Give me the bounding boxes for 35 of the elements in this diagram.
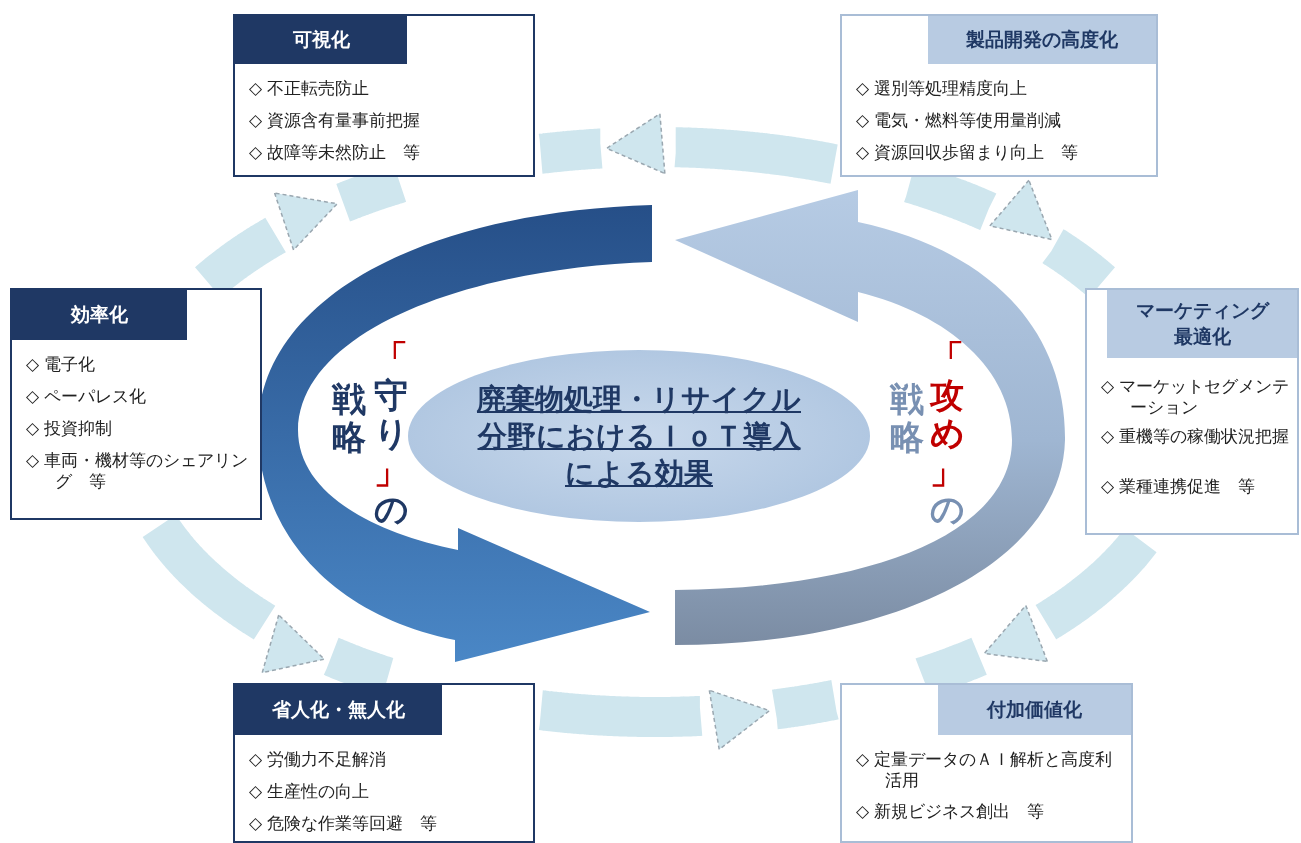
box-header: マーケティング最適化 bbox=[1107, 290, 1297, 358]
strategy-label: 戦略 bbox=[888, 380, 925, 456]
list-item: ◇ 労働力不足解消 bbox=[249, 749, 388, 770]
list-item: ◇ 車両・機材等のシェアリング 等 bbox=[26, 450, 250, 492]
strategy-label: 戦略 bbox=[330, 380, 367, 456]
list-item: ◇ 選別等処理精度向上 bbox=[856, 78, 1029, 99]
list-item: ◇ 故障等未然防止 等 bbox=[249, 142, 422, 163]
strategy-label: 「守り」の bbox=[372, 338, 410, 528]
list-item: ◇ 新規ビジネス創出 等 bbox=[856, 801, 1046, 822]
list-box bbox=[233, 683, 535, 843]
list-box bbox=[1085, 288, 1299, 535]
box-header: 製品開発の高度化 bbox=[928, 16, 1156, 64]
box-header: 付加価値化 bbox=[938, 685, 1131, 735]
list-item: ◇ ペーパレス化 bbox=[26, 386, 148, 407]
list-box bbox=[840, 683, 1133, 843]
box-header: 可視化 bbox=[235, 16, 407, 64]
list-box bbox=[233, 14, 535, 177]
list-item: ◇ マーケットセグメンテーション bbox=[1101, 376, 1291, 418]
list-item: ◇ 重機等の稼働状況把握 bbox=[1101, 426, 1291, 447]
list-item: ◇ 定量データのＡＩ解析と高度利活用 bbox=[856, 749, 1114, 791]
list-item: ◇ 不正転売防止 bbox=[249, 78, 371, 99]
strategy-label: 「攻め」の bbox=[928, 338, 966, 528]
list-box bbox=[10, 288, 262, 520]
box-header: 省人化・無人化 bbox=[235, 685, 442, 735]
list-item: ◇ 生産性の向上 bbox=[249, 781, 371, 802]
list-item: ◇ 危険な作業等回避 等 bbox=[249, 813, 439, 834]
list-item: ◇ 電子化 bbox=[26, 354, 97, 375]
list-item: ◇ 投資抑制 bbox=[26, 418, 114, 439]
list-item: ◇ 電気・燃料等使用量削減 bbox=[856, 110, 1063, 131]
box-header: 効率化 bbox=[12, 290, 187, 340]
list-item: ◇ 資源含有量事前把握 bbox=[249, 110, 422, 131]
list-item: ◇ 業種連携促進 等 bbox=[1101, 476, 1257, 497]
title-text: 廃棄物処理・リサイクル分野におけるＩｏＴ導入による効果 bbox=[476, 380, 802, 492]
list-box bbox=[840, 14, 1158, 177]
list-item: ◇ 資源回収歩留まり向上 等 bbox=[856, 142, 1080, 163]
